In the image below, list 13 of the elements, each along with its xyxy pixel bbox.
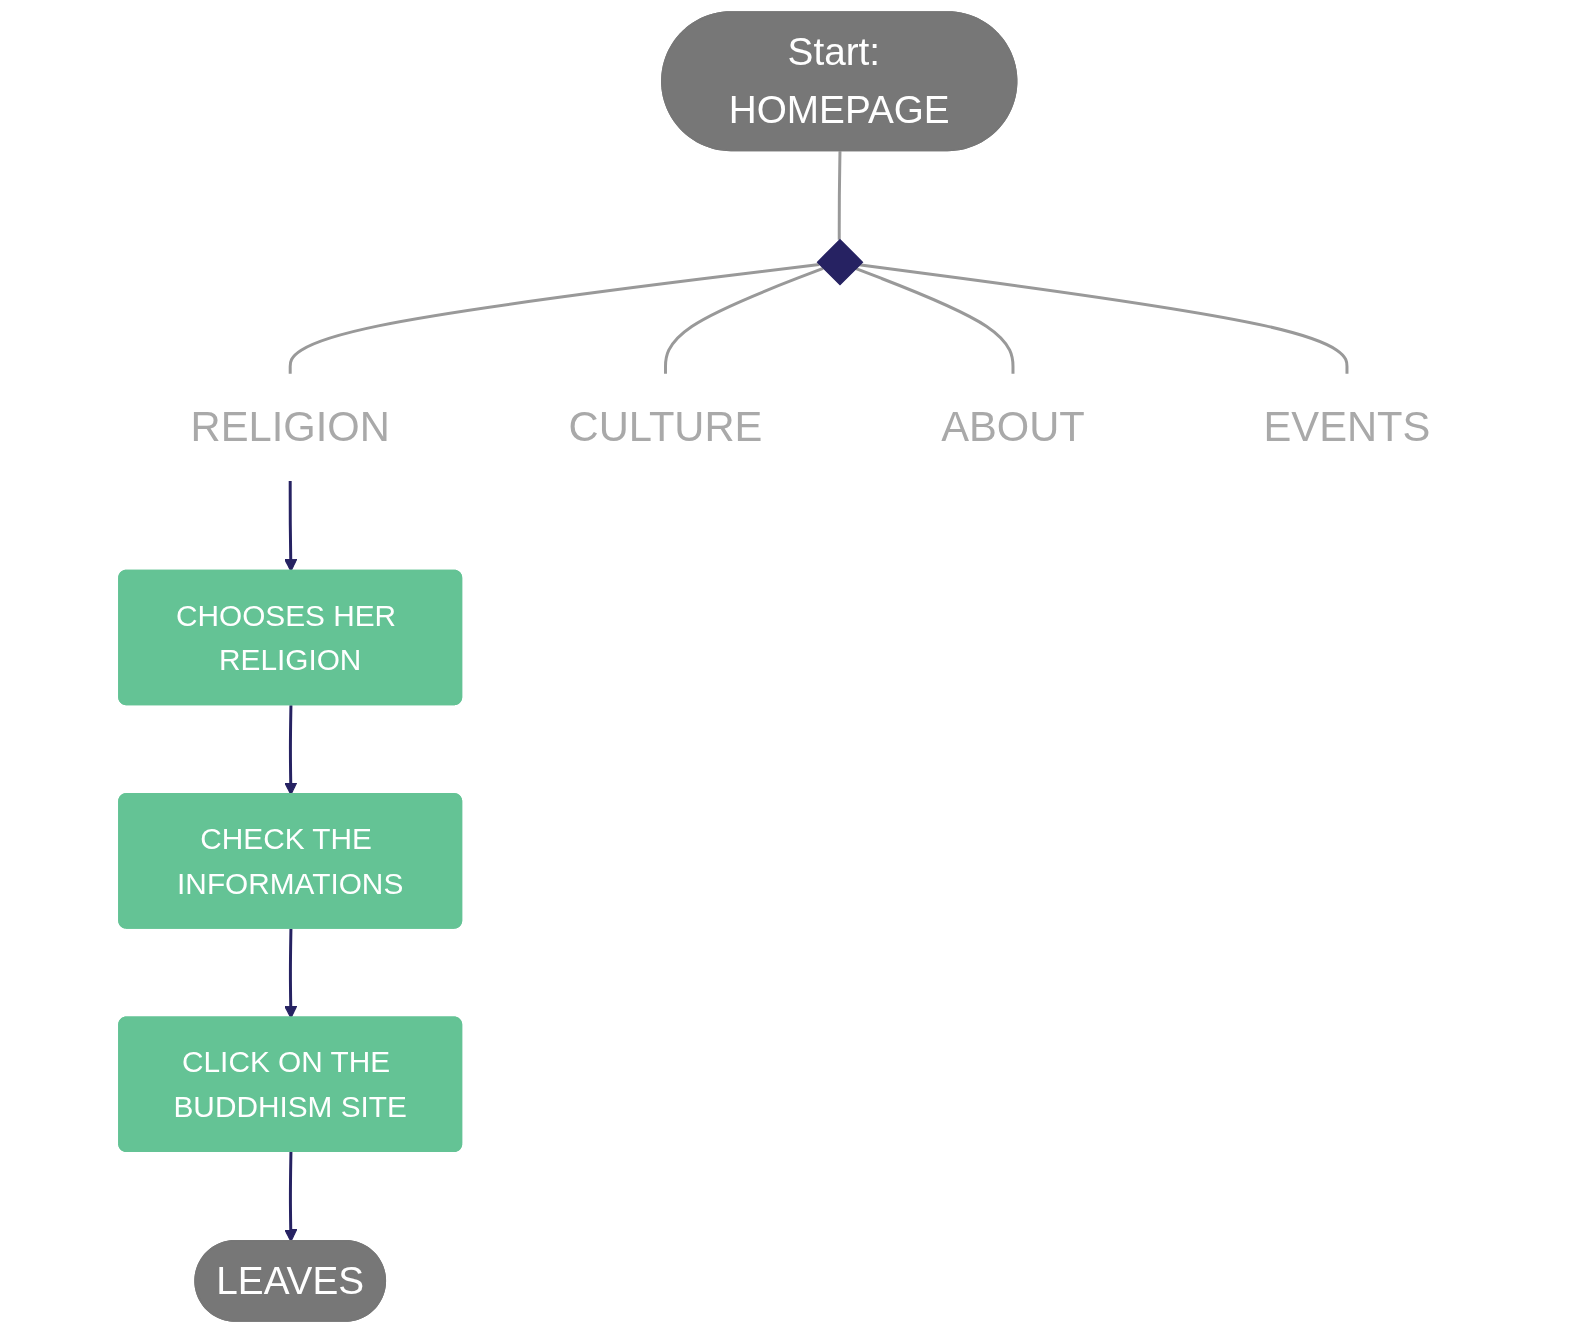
- arrow: [284, 1152, 298, 1242]
- node-text: RELIGION: [190, 403, 390, 450]
- arrow: [284, 481, 298, 572]
- connector: [664, 266, 824, 374]
- connector: [288, 263, 820, 374]
- connector: [837, 151, 842, 240]
- node-diamond: [816, 238, 864, 286]
- connector: [854, 266, 1015, 374]
- node-text: EVENTS: [1263, 403, 1431, 450]
- node-text: CULTURE: [568, 403, 763, 450]
- connector: [858, 263, 1349, 374]
- arrow: [284, 928, 298, 1019]
- node-text: ABOUT: [941, 403, 1085, 450]
